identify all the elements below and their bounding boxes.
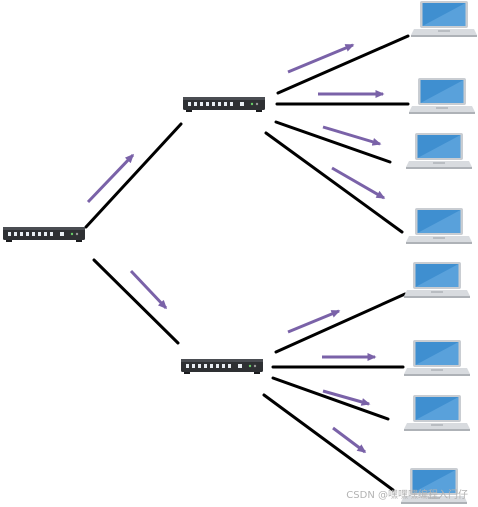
laptop-icon-6 (404, 340, 470, 376)
laptop-icon-4 (406, 208, 472, 244)
watermark-text: CSDN @嘿嘿嘿编程入门仔 (346, 490, 468, 501)
flow-arrow-root-sw-top (86, 153, 135, 204)
flow-arrow-pc-1 (287, 43, 355, 74)
flow-arrow-root-sw-bottom (129, 269, 168, 310)
flow-arrow-pc-7 (322, 389, 371, 406)
laptop-icon-3 (406, 133, 472, 169)
laptop-icon-7 (404, 395, 470, 431)
flow-arrows (86, 43, 386, 454)
link-sw-top-pc-3 (274, 120, 392, 164)
laptop-icon-5 (404, 262, 470, 298)
laptop-icon-1 (411, 1, 477, 37)
link-root-sw-top (84, 122, 183, 229)
flow-arrow-pc-4 (331, 166, 386, 200)
laptop-icon-2 (409, 78, 475, 114)
link-sw-bottom-pc-7 (271, 376, 390, 421)
link-sw-top-pc-1 (276, 34, 410, 95)
root-switch-icon (3, 227, 85, 242)
top-switch-icon (183, 97, 265, 112)
flow-arrow-pc-3 (322, 125, 382, 146)
flow-arrow-pc-5 (287, 309, 341, 334)
flow-arrow-pc-8 (332, 426, 367, 454)
link-sw-bottom-pc-8 (262, 393, 395, 492)
link-sw-top-pc-4 (264, 131, 404, 234)
link-root-sw-bottom (92, 258, 180, 345)
links (84, 34, 410, 492)
link-sw-bottom-pc-5 (274, 292, 407, 354)
bottom-switch-icon (181, 359, 263, 374)
